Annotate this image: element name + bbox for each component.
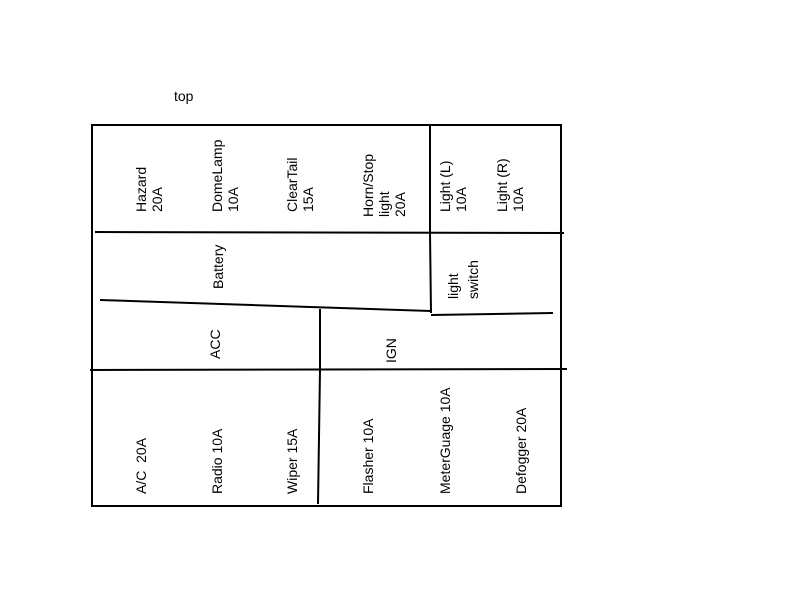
- fuse-flasher-label: Flasher 10A: [360, 418, 376, 494]
- section-acc: ACC: [207, 329, 223, 359]
- fuse-wiper: Wiper 15A: [284, 428, 300, 494]
- fuse-defogger: Defogger 20A: [513, 407, 529, 494]
- fuse-domelamp: DomeLamp 10A: [209, 139, 241, 212]
- divider-top-horizontal: [94, 231, 565, 234]
- fuse-cleartail-rating: 15A: [300, 186, 316, 212]
- section-ign: IGN: [383, 338, 399, 363]
- fuse-hornstop-name-2: light: [376, 191, 392, 217]
- divider-middle-horizontal: [89, 368, 568, 371]
- divider-switch-vertical: [429, 232, 432, 314]
- light-switch-label-2: switch: [465, 260, 481, 299]
- fuse-hornstop: Horn/Stop light 20A: [360, 154, 408, 217]
- fuse-hazard: Hazard 20A: [133, 167, 165, 212]
- fuse-radio-label: Radio 10A: [209, 428, 225, 494]
- fuse-domelamp-rating: 10A: [225, 186, 241, 212]
- fuse-meterguage: MeterGuage 10A: [437, 387, 453, 494]
- divider-battery-bottom: [99, 299, 432, 312]
- fuse-light-l: Light (L) 10A: [437, 161, 469, 212]
- acc-label: ACC: [207, 329, 223, 359]
- fuse-light-r-name: Light (R): [494, 158, 510, 212]
- caption-top: top: [174, 88, 194, 104]
- fuse-light-l-name: Light (L): [437, 161, 453, 212]
- fuse-ac-label: A/C 20A: [133, 437, 149, 494]
- ign-label: IGN: [383, 338, 399, 363]
- fuse-domelamp-name: DomeLamp: [209, 139, 225, 212]
- divider-switch-bottom: [430, 312, 554, 316]
- fuse-hornstop-name: Horn/Stop: [360, 154, 376, 217]
- fuse-hazard-rating: 20A: [149, 186, 165, 212]
- divider-bottom-vertical: [317, 369, 321, 505]
- fuse-defogger-label: Defogger 20A: [513, 407, 529, 494]
- fuse-hazard-name: Hazard: [133, 167, 149, 212]
- light-switch-label-1: light: [445, 273, 461, 299]
- section-light-switch: light switch: [445, 260, 481, 299]
- battery-label: Battery: [210, 245, 226, 289]
- fuse-light-r: Light (R) 10A: [494, 158, 526, 212]
- fuse-radio: Radio 10A: [209, 428, 225, 494]
- fuse-cleartail: ClearTail 15A: [284, 158, 316, 212]
- fuse-flasher: Flasher 10A: [360, 418, 376, 494]
- fuse-ac: A/C 20A: [133, 437, 149, 494]
- fuse-meterguage-label: MeterGuage 10A: [437, 387, 453, 494]
- fuse-light-r-rating: 10A: [510, 186, 526, 212]
- fuse-hornstop-rating: 20A: [392, 191, 408, 217]
- section-battery: Battery: [210, 245, 226, 289]
- fuse-wiper-label: Wiper 15A: [284, 428, 300, 494]
- fuse-light-l-rating: 10A: [453, 186, 469, 212]
- fuse-box-outline: [91, 124, 562, 507]
- fuse-cleartail-name: ClearTail: [284, 158, 300, 212]
